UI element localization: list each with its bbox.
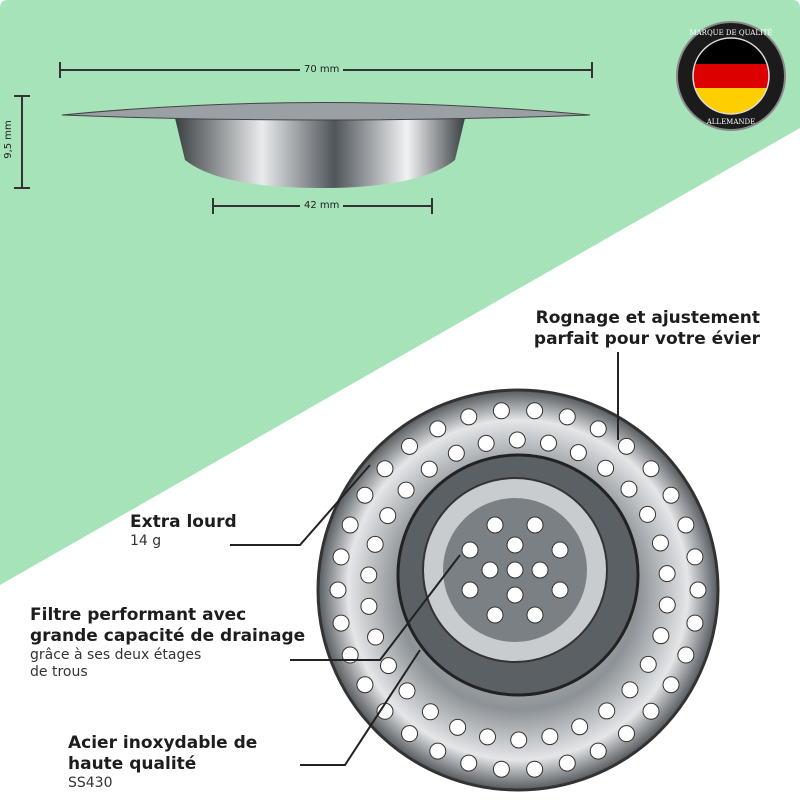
drain-hole: [508, 431, 526, 449]
drain-hole: [571, 718, 589, 736]
badge-bottom-text: ALLEMANDE: [706, 118, 756, 126]
drain-hole: [360, 566, 378, 584]
drain-hole: [589, 742, 607, 760]
drain-hole: [401, 437, 419, 455]
drain-hole: [526, 402, 544, 420]
drain-hole: [526, 516, 544, 534]
drain-hole: [332, 614, 350, 632]
height-dimension: 9,5 mm: [2, 117, 14, 162]
drain-hole: [686, 548, 704, 566]
drain-hole: [620, 480, 638, 498]
drain-hole: [332, 548, 350, 566]
drain-hole: [689, 581, 707, 599]
strainer-top-view: [316, 388, 720, 792]
drain-hole: [420, 460, 438, 478]
drain-hole: [597, 459, 615, 477]
drain-hole: [367, 628, 385, 646]
drain-hole: [589, 420, 607, 438]
drain-hole: [401, 725, 419, 743]
drain-hole: [477, 434, 495, 452]
drain-hole: [652, 627, 670, 645]
drain-hole: [341, 516, 359, 534]
drain-hole: [329, 581, 347, 599]
drain-hole: [658, 596, 676, 614]
drain-hole: [598, 702, 616, 720]
drain-hole: [398, 682, 416, 700]
drain-hole: [379, 657, 397, 675]
drain-hole: [651, 534, 669, 552]
drain-hole: [460, 408, 478, 426]
drain-hole: [397, 481, 415, 499]
drain-hole: [539, 434, 557, 452]
drain-hole: [486, 516, 504, 534]
drain-hole: [677, 646, 695, 664]
drain-hole: [558, 754, 576, 772]
drain-hole: [677, 516, 695, 534]
drain-hole: [492, 402, 510, 420]
drain-hole: [506, 561, 524, 579]
drain-hole: [356, 676, 374, 694]
drain-hole: [621, 681, 639, 699]
badge-top-text: MARQUE DE QUALITÉ: [689, 28, 772, 37]
drain-hole: [461, 581, 479, 599]
drain-hole: [526, 760, 544, 778]
drain-hole: [356, 486, 374, 504]
drain-hole: [617, 437, 635, 455]
drain-hole: [658, 565, 676, 583]
drain-hole: [429, 420, 447, 438]
drain-hole: [447, 444, 465, 462]
drain-hole: [686, 614, 704, 632]
drain-hole: [479, 728, 497, 746]
drain-hole: [531, 561, 549, 579]
drain-hole: [642, 460, 660, 478]
drain-hole: [366, 535, 384, 553]
base-dimension: 42 mm: [300, 200, 344, 211]
drain-hole: [429, 742, 447, 760]
drain-hole: [379, 507, 397, 525]
drain-hole: [639, 655, 657, 673]
drain-hole: [551, 581, 569, 599]
drain-hole: [506, 536, 524, 554]
drain-hole: [639, 505, 657, 523]
drain-hole: [617, 725, 635, 743]
drain-hole: [510, 731, 528, 749]
drain-hole: [460, 754, 478, 772]
drain-hole: [449, 718, 467, 736]
drain-hole: [526, 606, 544, 624]
width-dimension: 70 mm: [300, 64, 344, 75]
drain-hole: [551, 541, 569, 559]
drain-hole: [360, 597, 378, 615]
drain-hole: [486, 606, 504, 624]
drain-hole: [642, 702, 660, 720]
drain-hole: [569, 444, 587, 462]
callout-lines: [230, 352, 619, 766]
drain-hole: [506, 586, 524, 604]
drain-hole: [376, 460, 394, 478]
drain-hole: [662, 676, 680, 694]
drain-hole: [662, 486, 680, 504]
drain-hole: [558, 408, 576, 426]
strainer-side-view: [61, 102, 591, 188]
german-quality-badge: MARQUE DE QUALITÉ ALLEMANDE: [676, 21, 786, 131]
drain-hole: [481, 561, 499, 579]
drain-hole: [492, 760, 510, 778]
drain-hole: [461, 541, 479, 559]
drain-hole: [541, 728, 559, 746]
drain-hole: [421, 703, 439, 721]
